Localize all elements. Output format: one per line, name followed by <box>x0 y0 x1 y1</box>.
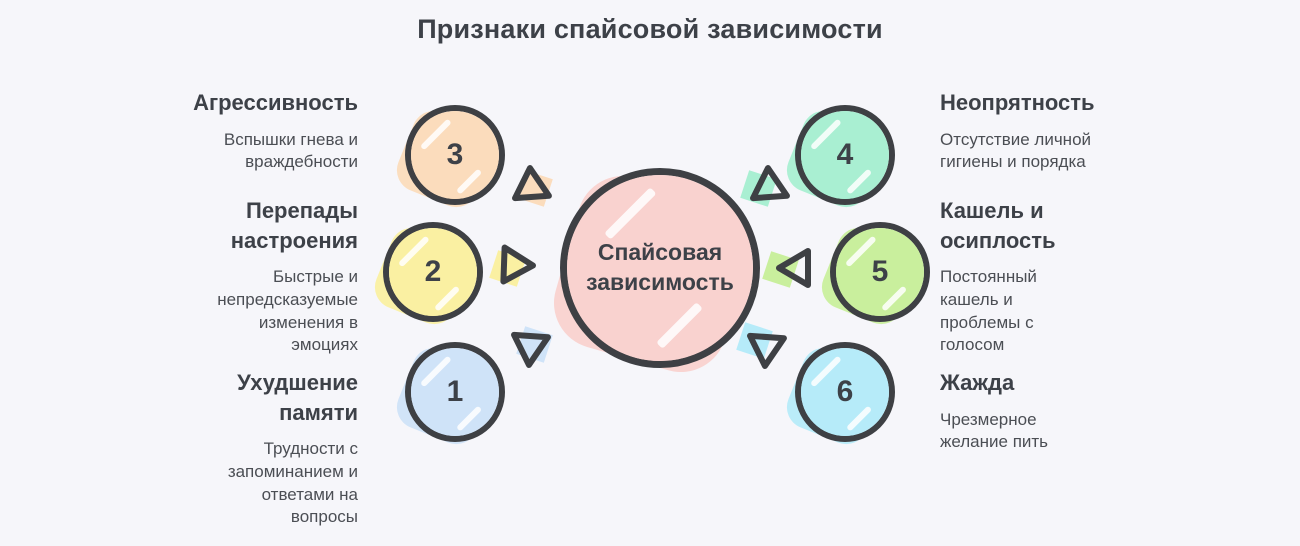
item-description-5: Постоянный кашель и проблемы с голосом <box>940 267 1037 355</box>
item-description-2: Быстрые и непредсказуемые изменения в эм… <box>217 267 358 355</box>
node-fill-3 <box>411 111 499 199</box>
item-description-3: Вспышки гнева и враждебности <box>223 129 358 172</box>
item-heading-4: Неопрятность <box>940 90 1095 115</box>
node-circle-outline-2: 2 <box>383 222 483 322</box>
item-heading-2: Перепады настроения <box>230 198 358 253</box>
page-title: Признаки спайсовой зависимости <box>417 14 883 44</box>
arrow-left-icon-5 <box>762 246 816 290</box>
node-circle-4: 4 <box>780 104 895 214</box>
item-description-1: Трудности с запоминанием и ответами на в… <box>227 439 358 527</box>
node-fill-6 <box>801 348 889 436</box>
center-label: Спайсовая зависимость <box>586 239 734 295</box>
label-block-cough-hoarseness: Кашель и осиплость Постоянный кашель и п… <box>940 196 1172 357</box>
node-circle-outline-5: 5 <box>830 222 930 322</box>
item-description-6: Чрезмерное желание пить <box>940 409 1049 452</box>
item-description-4: Отсутствие личной гигиены и порядка <box>940 129 1092 172</box>
item-heading-1: Ухудшение памяти <box>237 370 358 425</box>
item-heading-6: Жажда <box>940 370 1015 395</box>
arrow-down-icon-1 <box>508 326 553 372</box>
node-number-4: 4 <box>836 138 854 171</box>
item-heading-3: Агрессивность <box>193 90 358 115</box>
node-fill-5 <box>836 228 924 316</box>
node-number-5: 5 <box>871 255 889 288</box>
node-circle-outline-1: 1 <box>405 342 505 442</box>
arrow-down-icon-6 <box>736 322 788 373</box>
label-block-thirst: Жажда Чрезмерное желание пить <box>940 368 1172 454</box>
center-circle: Спайсовая зависимость <box>560 168 760 368</box>
node-number-3: 3 <box>446 138 464 171</box>
node-circle-outline-3: 3 <box>405 105 505 205</box>
label-block-mood-swings: Перепады настроения Быстрые и непредсказ… <box>126 196 358 357</box>
node-circle-5: 5 <box>815 221 930 331</box>
node-number-6: 6 <box>836 375 854 408</box>
node-circle-1: 1 <box>390 341 505 451</box>
node-fill-1 <box>411 348 499 436</box>
label-block-untidiness: Неопрятность Отсутствие личной гигиены и… <box>940 88 1172 174</box>
arrow-up-icon-3 <box>509 161 553 207</box>
label-block-memory-decline: Ухудшение памяти Трудности с запоминание… <box>126 368 358 529</box>
arrow-up-icon-4 <box>740 161 791 207</box>
node-number-1: 1 <box>446 375 464 408</box>
item-heading-5: Кашель и осиплость <box>940 198 1056 253</box>
node-circle-3: 3 <box>390 104 505 214</box>
node-circle-2: 2 <box>368 221 483 331</box>
node-fill-4 <box>801 111 889 199</box>
center-circle-fill <box>567 175 753 361</box>
label-block-aggressiveness: Агрессивность Вспышки гнева и враждебнос… <box>126 88 358 174</box>
node-circle-outline-6: 6 <box>795 342 895 442</box>
node-fill-2 <box>389 228 477 316</box>
node-circle-6: 6 <box>780 341 895 451</box>
node-number-2: 2 <box>424 255 442 288</box>
node-circle-outline-4: 4 <box>795 105 895 205</box>
center-node: Спайсовая зависимость <box>543 165 761 383</box>
arrow-right-icon-2 <box>489 243 540 287</box>
